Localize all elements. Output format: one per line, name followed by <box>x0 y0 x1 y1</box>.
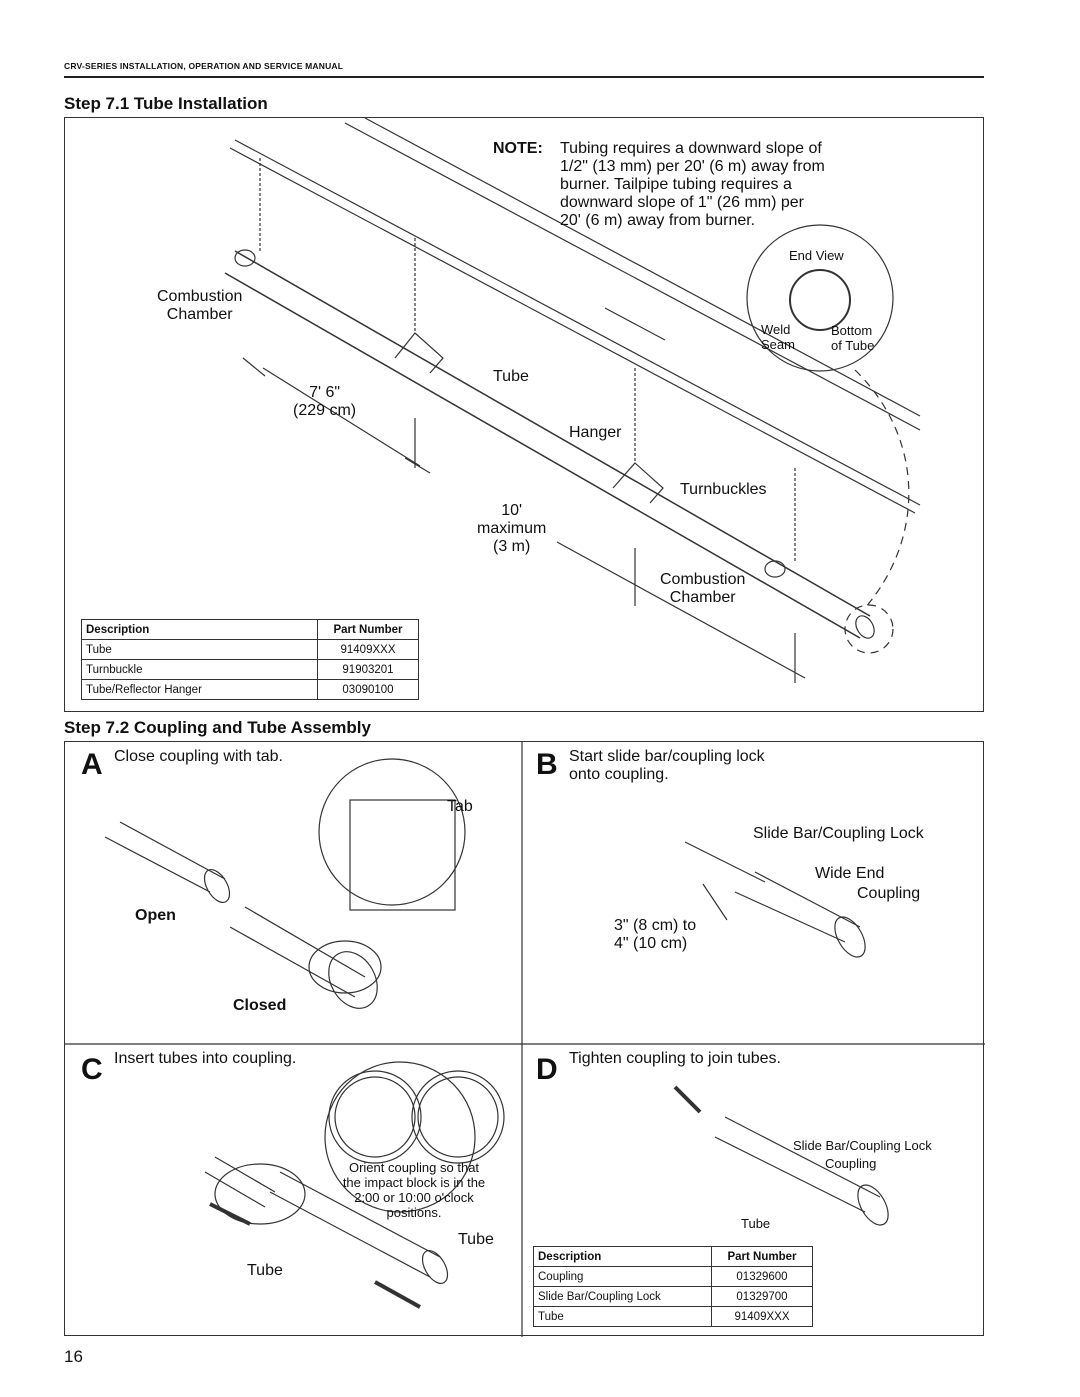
step-d-letter: D <box>536 1053 558 1086</box>
closed-label: Closed <box>233 997 287 1014</box>
coupling-label-b: Coupling <box>857 885 921 902</box>
orient-line: Orient coupling so that <box>348 1160 480 1175</box>
step-a-letter: A <box>81 748 103 781</box>
table-row: Slide Bar/Coupling Lock 01329700 <box>533 1286 813 1307</box>
dim-line: (229 cm) <box>293 402 357 419</box>
table-cell: 91409XXX <box>711 1306 813 1327</box>
label-line: Combustion <box>157 288 243 305</box>
tube-installation-illustration <box>224 118 921 683</box>
step-c-letter: C <box>81 1053 103 1086</box>
header-rule <box>64 76 984 78</box>
table-cell: 03090100 <box>317 679 419 700</box>
tube-label-c-left: Tube <box>247 1262 283 1279</box>
bottom-of-tube-line: of Tube <box>831 338 875 353</box>
step-7-1-title: Step 7.1 Tube Installation <box>64 94 268 113</box>
label-line: Chamber <box>166 306 233 323</box>
step-7-2-title: Step 7.2 Coupling and Tube Assembly <box>64 718 371 737</box>
table-cell: Coupling <box>533 1266 712 1287</box>
parts-table-7-1: Description Part Number Tube 91409XXX Tu… <box>81 619 419 700</box>
note-line: downward slope of 1" (26 mm) per <box>560 194 805 211</box>
table-cell: Tube <box>81 639 318 660</box>
page-number: 16 <box>64 1347 83 1366</box>
table-row: Coupling 01329600 <box>533 1266 813 1287</box>
coupling-assembly-panel: A Close coupling with tab. Tab Open Clos… <box>64 741 985 1337</box>
slope-note: NOTE: <box>493 140 543 158</box>
column-header: Description <box>81 619 318 640</box>
table-row: Turnbuckle 91903201 <box>81 659 419 680</box>
column-header: Description <box>533 1246 712 1267</box>
table-cell: 01329600 <box>711 1266 813 1287</box>
dim-line: maximum <box>477 520 547 537</box>
note-label: NOTE: <box>493 140 543 157</box>
dim-line: (3 m) <box>493 538 531 555</box>
weld-seam-label: Weld Seam <box>761 322 795 352</box>
note-line: burner. Tailpipe tubing requires a <box>560 176 792 193</box>
table-cell: 01329700 <box>711 1286 813 1307</box>
slide-bar-label: Slide Bar/Coupling Lock <box>753 825 924 842</box>
end-view-title: End View <box>789 248 844 263</box>
tube-label-c-right: Tube <box>458 1231 494 1248</box>
tube-installation-panel: NOTE: Tubing requires a downward slope o… <box>64 117 984 712</box>
label-line: Combustion <box>660 571 746 588</box>
note-line: 20' (6 m) away from burner. <box>560 212 756 229</box>
table-cell: 91409XXX <box>317 639 419 660</box>
turnbuckles-label: Turnbuckles <box>680 481 767 498</box>
note-line: Tubing requires a downward slope of <box>560 140 822 157</box>
slide-bar-label-d: Slide Bar/Coupling Lock <box>793 1138 932 1153</box>
note-line: 1/2" (13 mm) per 20' (6 m) away from <box>560 158 825 175</box>
step-b-text: Start slide bar/coupling lock onto coupl… <box>569 748 765 784</box>
table-cell: Turnbuckle <box>81 659 318 680</box>
table-header-row: Description Part Number <box>81 619 419 640</box>
step-b-line: onto coupling. <box>569 766 669 783</box>
dimension-10ft-max: 10' maximum (3 m) <box>477 502 546 556</box>
parts-table-7-2: Description Part Number Coupling 0132960… <box>533 1246 813 1327</box>
step-b-letter: B <box>536 748 558 781</box>
table-cell: Tube/Reflector Hanger <box>81 679 318 700</box>
table-row: Tube/Reflector Hanger 03090100 <box>81 679 419 700</box>
dim-line: 7' 6" <box>309 384 341 401</box>
weld-seam-line: Weld <box>761 322 791 337</box>
orient-line: positions. <box>386 1205 442 1220</box>
orient-instruction: Orient coupling so that the impact block… <box>329 1160 499 1220</box>
open-label: Open <box>135 907 176 924</box>
tube-label: Tube <box>493 368 529 385</box>
step-c-text: Insert tubes into coupling. <box>114 1050 297 1067</box>
table-row: Tube 91409XXX <box>533 1306 813 1327</box>
label-line: Chamber <box>669 589 736 606</box>
step-d-text: Tighten coupling to join tubes. <box>569 1050 781 1067</box>
step-a-text: Close coupling with tab. <box>114 748 283 765</box>
wide-end-label: Wide End <box>815 865 885 882</box>
dimension-7ft6in: 7' 6" (229 cm) <box>293 384 356 420</box>
table-cell: 91903201 <box>317 659 419 680</box>
orient-line: 2:00 or 10:00 o'clock <box>354 1190 474 1205</box>
tab-label: Tab <box>447 798 473 815</box>
coupling-label-d: Coupling <box>825 1156 877 1171</box>
table-cell: Slide Bar/Coupling Lock <box>533 1286 712 1307</box>
column-header: Part Number <box>317 619 419 640</box>
bottom-of-tube-line: Bottom <box>831 323 873 338</box>
dim-line: 10' <box>501 502 523 519</box>
table-header-row: Description Part Number <box>533 1246 813 1267</box>
step-b-line: Start slide bar/coupling lock <box>569 748 765 765</box>
weld-seam-line: Seam <box>761 337 795 352</box>
table-row: Tube 91409XXX <box>81 639 419 660</box>
combustion-chamber-label-1: Combustion Chamber <box>157 288 242 324</box>
combustion-chamber-label-2: Combustion Chamber <box>660 571 745 607</box>
tube-label-d: Tube <box>741 1216 771 1231</box>
table-cell: Tube <box>533 1306 712 1327</box>
bottom-of-tube-label: Bottom of Tube <box>831 323 874 353</box>
hanger-label: Hanger <box>569 424 622 441</box>
column-header: Part Number <box>711 1246 813 1267</box>
manual-header: CRV-SERIES INSTALLATION, OPERATION AND S… <box>64 61 344 71</box>
dim-line: 3" (8 cm) to <box>614 917 697 934</box>
orient-line: the impact block is in the <box>342 1175 486 1190</box>
insertion-dimension: 3" (8 cm) to 4" (10 cm) <box>614 917 696 953</box>
dim-line: 4" (10 cm) <box>614 935 688 952</box>
note-text: Tubing requires a downward slope of 1/2"… <box>560 140 825 230</box>
coupling-assembly-illustration <box>65 742 985 1337</box>
